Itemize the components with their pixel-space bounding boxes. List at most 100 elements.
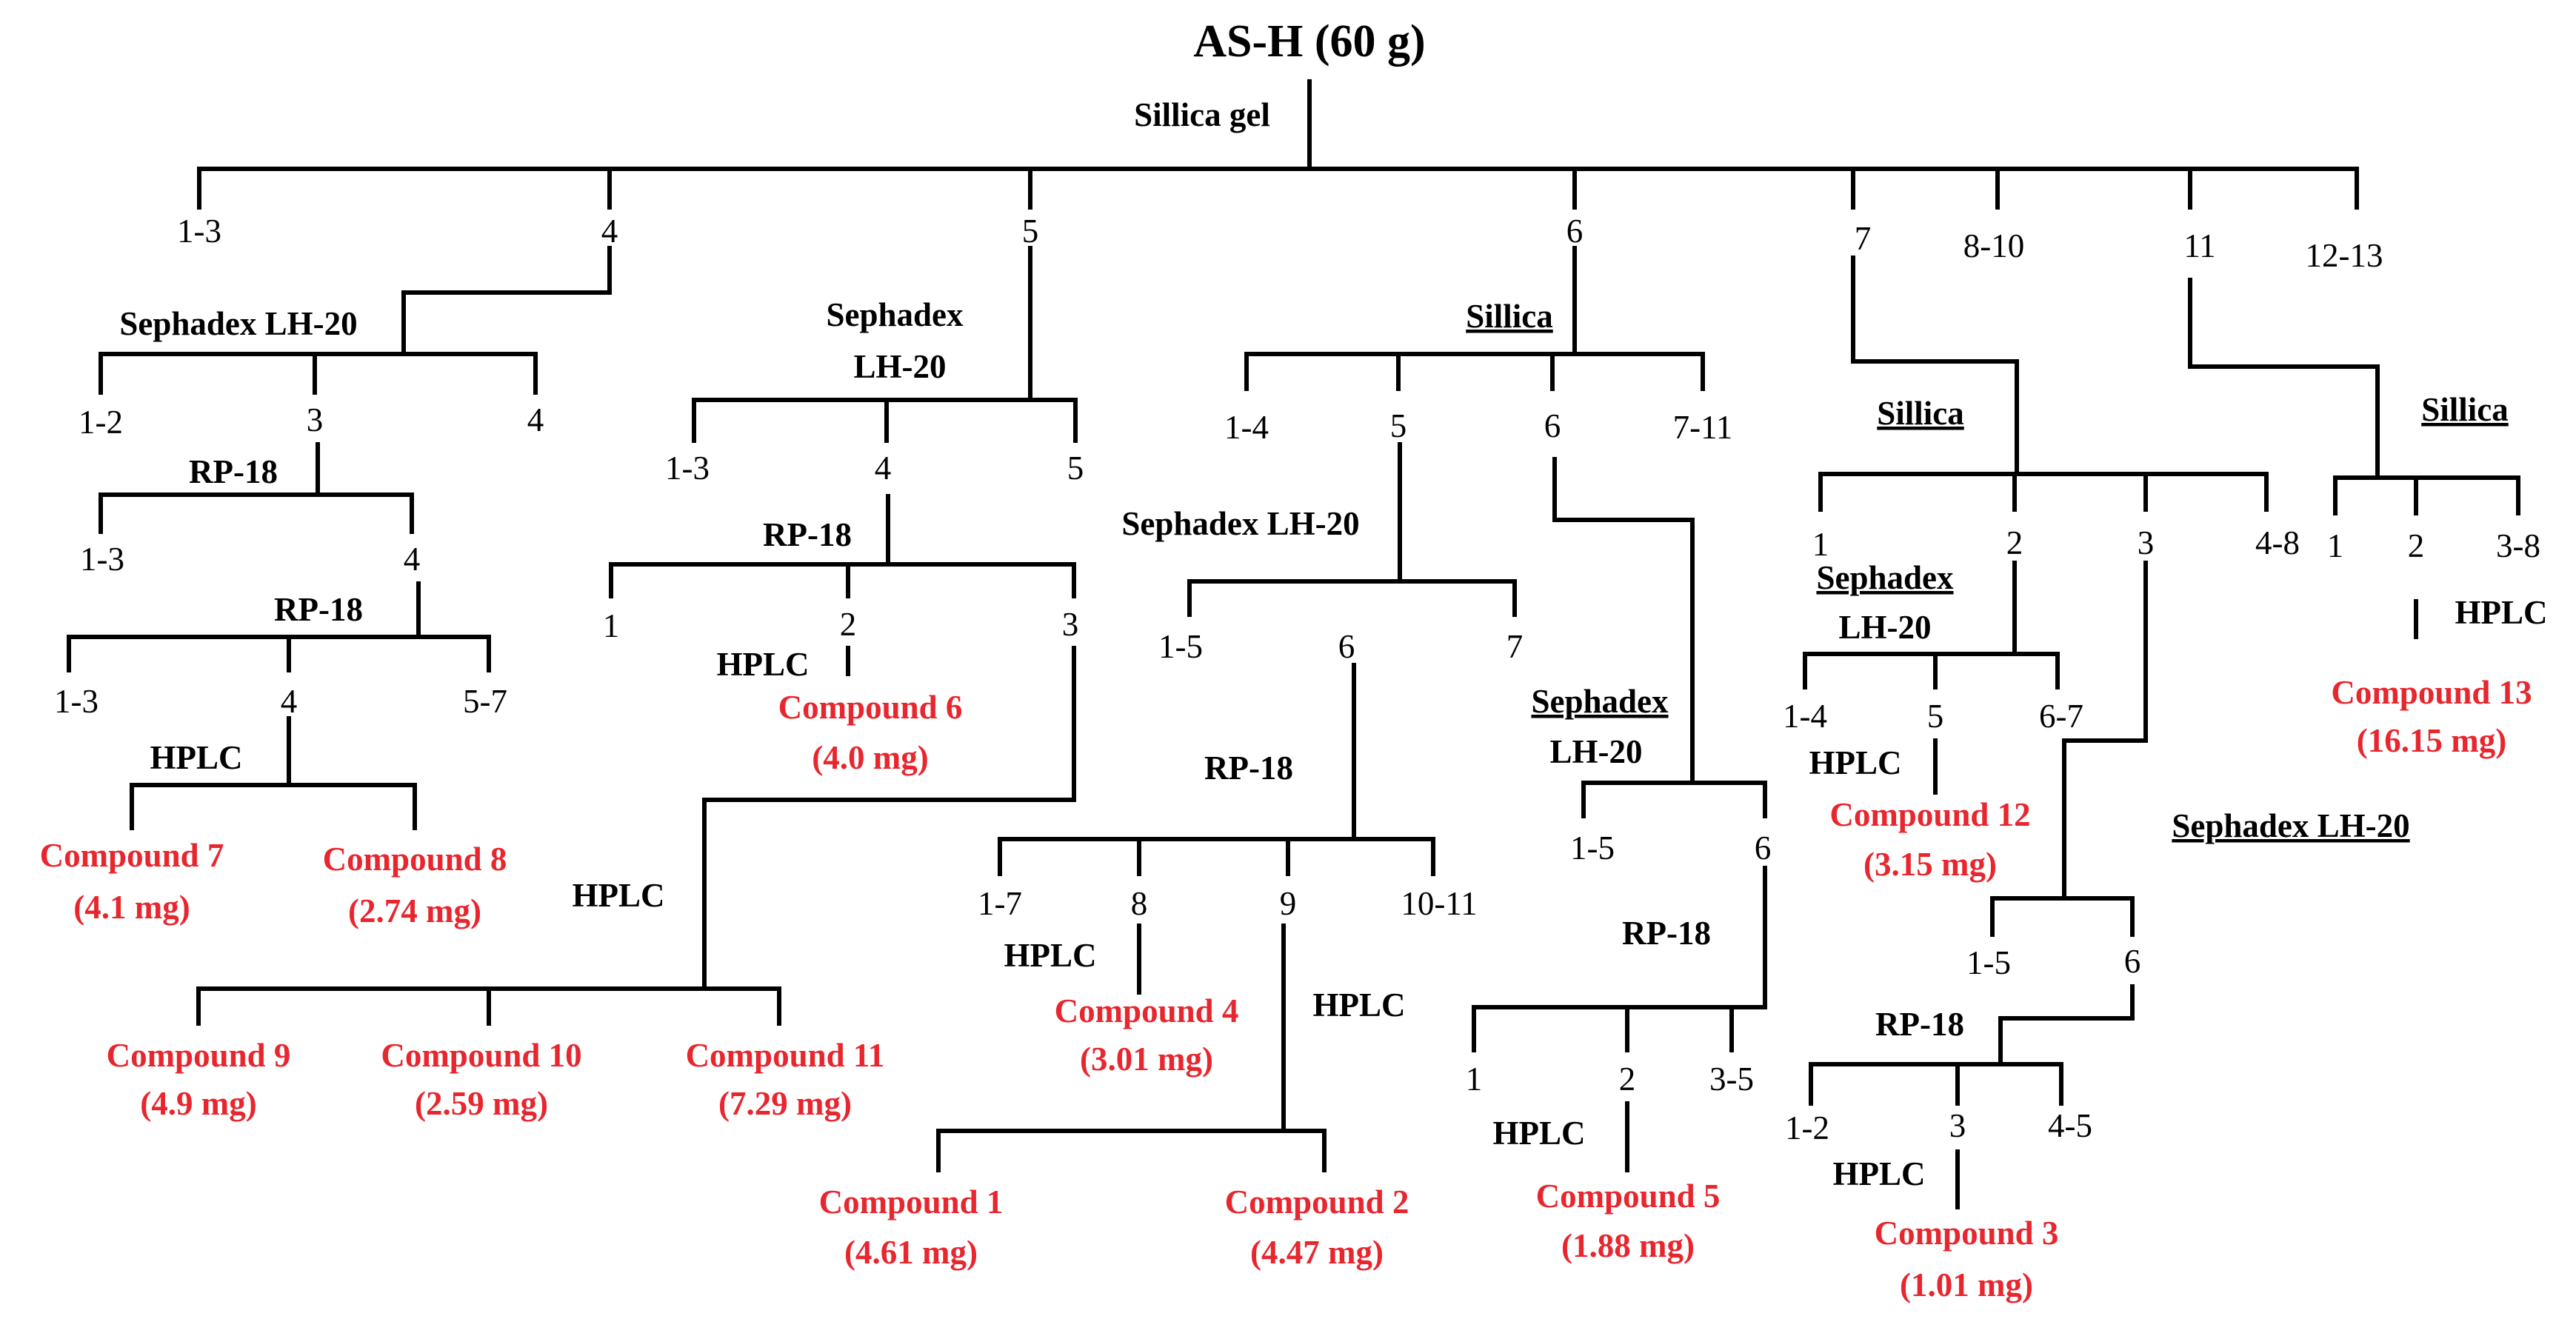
compound-1: Compound 1 (4.61 mg): [819, 1183, 1004, 1271]
fraction-label: 3: [1062, 606, 1079, 643]
method-label: RP-18: [1204, 749, 1293, 787]
method-label: Sillica: [2421, 391, 2509, 428]
fraction-label: 3: [2138, 524, 2155, 561]
method-label: RP-18: [1622, 915, 1711, 952]
method-label: HPLC: [1809, 744, 1901, 781]
method-label: RP-18: [763, 516, 852, 553]
compound-name: Compound 1: [819, 1183, 1004, 1221]
fraction-label: 4: [875, 450, 892, 487]
fraction-label: 7-11: [1673, 409, 1733, 446]
compound-name: Compound 11: [686, 1037, 885, 1074]
fraction-label: 6: [1338, 628, 1355, 665]
method-label: HPLC: [150, 739, 242, 776]
compound-name: Compound 12: [1829, 796, 2030, 833]
compound-mass: (1.01 mg): [1900, 1266, 2033, 1303]
fraction-label: 4: [281, 683, 298, 720]
diagram-title: AS-H (60 g): [1193, 16, 1425, 67]
compound-12: Compound 12 (3.15 mg): [1829, 796, 2030, 883]
compound-name: Compound 3: [1875, 1215, 2059, 1252]
compound-name: Compound 2: [1225, 1183, 1409, 1221]
compound-13: Compound 13 (16.15 mg): [2331, 674, 2532, 759]
compound-10: Compound 10 (2.59 mg): [381, 1037, 581, 1122]
fraction-label: 5: [1022, 213, 1039, 250]
method-label: HPLC: [2455, 594, 2547, 631]
fraction-label: 3: [1949, 1107, 1966, 1144]
fraction-label: 6: [1755, 829, 1772, 866]
compound-mass: (4.0 mg): [812, 739, 928, 776]
fraction-label: 3-8: [2496, 527, 2540, 564]
fraction-label: 4: [527, 401, 544, 438]
fraction-label: 2: [1619, 1061, 1636, 1098]
fraction-label: 4-5: [2048, 1107, 2092, 1144]
fraction-label: 1: [603, 607, 620, 644]
fraction-label: 1-3: [665, 450, 710, 487]
fraction-label: 8-10: [1963, 227, 2025, 264]
method-label: Sillica: [1466, 298, 1553, 335]
method-label: Sephadex: [1531, 683, 1669, 720]
compound-mass: (3.01 mg): [1080, 1041, 1213, 1078]
method-label: Sillica: [1877, 395, 1964, 432]
fraction-label: 5: [1067, 450, 1084, 487]
method-label: RP-18: [189, 453, 278, 490]
fraction-label: 11: [2183, 227, 2215, 264]
compound-mass: (7.29 mg): [718, 1085, 852, 1122]
fraction-label: 2: [840, 606, 857, 643]
fraction-label: 7: [1506, 628, 1524, 665]
compound-name: Compound 8: [323, 841, 507, 878]
compound-name: Compound 4: [1055, 992, 1239, 1029]
method-label: HPLC: [1492, 1115, 1585, 1152]
compound-mass: (2.74 mg): [348, 892, 481, 929]
method-label: HPLC: [1312, 986, 1405, 1024]
method-label: Sephadex: [826, 296, 964, 333]
fraction-label: 1-3: [54, 683, 99, 720]
fraction-label: 6: [1566, 213, 1584, 250]
fraction-label: 1-3: [80, 541, 124, 578]
fraction-label: 1: [1466, 1061, 1483, 1098]
compound-name: Compound 9: [107, 1037, 291, 1074]
fraction-label: 4-8: [2255, 524, 2300, 561]
fraction-label: 5: [1390, 407, 1407, 444]
method-label: Sephadex: [1816, 559, 1954, 596]
fraction-label: 1-4: [1783, 698, 1827, 735]
fraction-label: 5: [1927, 698, 1944, 735]
fraction-label: 8: [1131, 885, 1148, 922]
compound-mass: (4.9 mg): [140, 1085, 256, 1122]
fraction-label: 10-11: [1401, 885, 1477, 922]
fraction-label: 1-7: [978, 885, 1022, 922]
method-label: LH-20: [1838, 609, 1931, 646]
fraction-label: 6-7: [2039, 698, 2083, 735]
compound-name: Compound 13: [2331, 674, 2532, 711]
fraction-label: 1-3: [177, 213, 221, 250]
fraction-label: 2: [2006, 524, 2023, 561]
compound-mass: (2.59 mg): [415, 1085, 548, 1122]
fraction-label: 1-5: [1158, 628, 1203, 665]
fraction-label: 1-2: [1785, 1109, 1829, 1146]
method-label: Sephadex LH-20: [119, 305, 357, 342]
method-label: HPLC: [716, 646, 809, 683]
fraction-label: 1-4: [1224, 409, 1269, 446]
compound-8: Compound 8 (2.74 mg): [323, 841, 507, 929]
compound-3: Compound 3 (1.01 mg): [1875, 1215, 2059, 1303]
compound-5: Compound 5 (1.88 mg): [1536, 1178, 1721, 1264]
method-label: HPLC: [572, 877, 664, 914]
fraction-label: 3-5: [1709, 1061, 1754, 1098]
fraction-label: 1: [2327, 527, 2344, 564]
method-label: Sephadex LH-20: [1121, 505, 1359, 542]
method-label: HPLC: [1832, 1155, 1925, 1192]
fraction-label: 1: [1812, 526, 1829, 563]
compound-7: Compound 7 (4.1 mg): [40, 837, 224, 926]
fraction-label: 4: [404, 541, 421, 578]
compound-mass: (1.88 mg): [1561, 1227, 1695, 1264]
compound-mass: (4.47 mg): [1250, 1234, 1384, 1271]
compound-6: Compound 6 (4.0 mg): [778, 689, 963, 776]
fraction-label: 6: [1544, 407, 1561, 444]
fraction-label: 1-5: [1570, 829, 1615, 866]
compound-mass: (3.15 mg): [1863, 846, 1997, 883]
method-label: LH-20: [1549, 733, 1642, 770]
method-label: RP-18: [1875, 1006, 1964, 1043]
compound-mass: (16.15 mg): [2357, 722, 2506, 759]
compound-name: Compound 10: [381, 1037, 581, 1074]
fraction-label: 12-13: [2306, 237, 2383, 274]
method-label: Sillica gel: [1134, 96, 1270, 133]
